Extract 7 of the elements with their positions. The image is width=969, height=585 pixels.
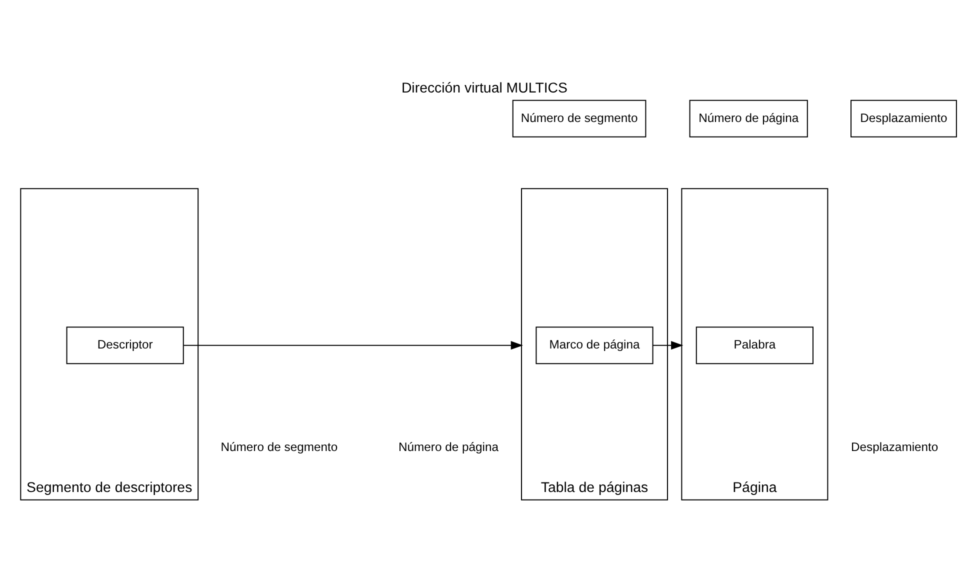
diagram-title: Dirección virtual MULTICS [401,80,568,96]
node-label: Página [732,480,777,496]
label: Desplazamiento [851,440,938,454]
label: Número de página [398,440,499,454]
label: Número de segmento [220,440,338,454]
node-label: Segmento de descriptores [26,480,192,496]
node-label: Tabla de páginas [540,480,648,496]
